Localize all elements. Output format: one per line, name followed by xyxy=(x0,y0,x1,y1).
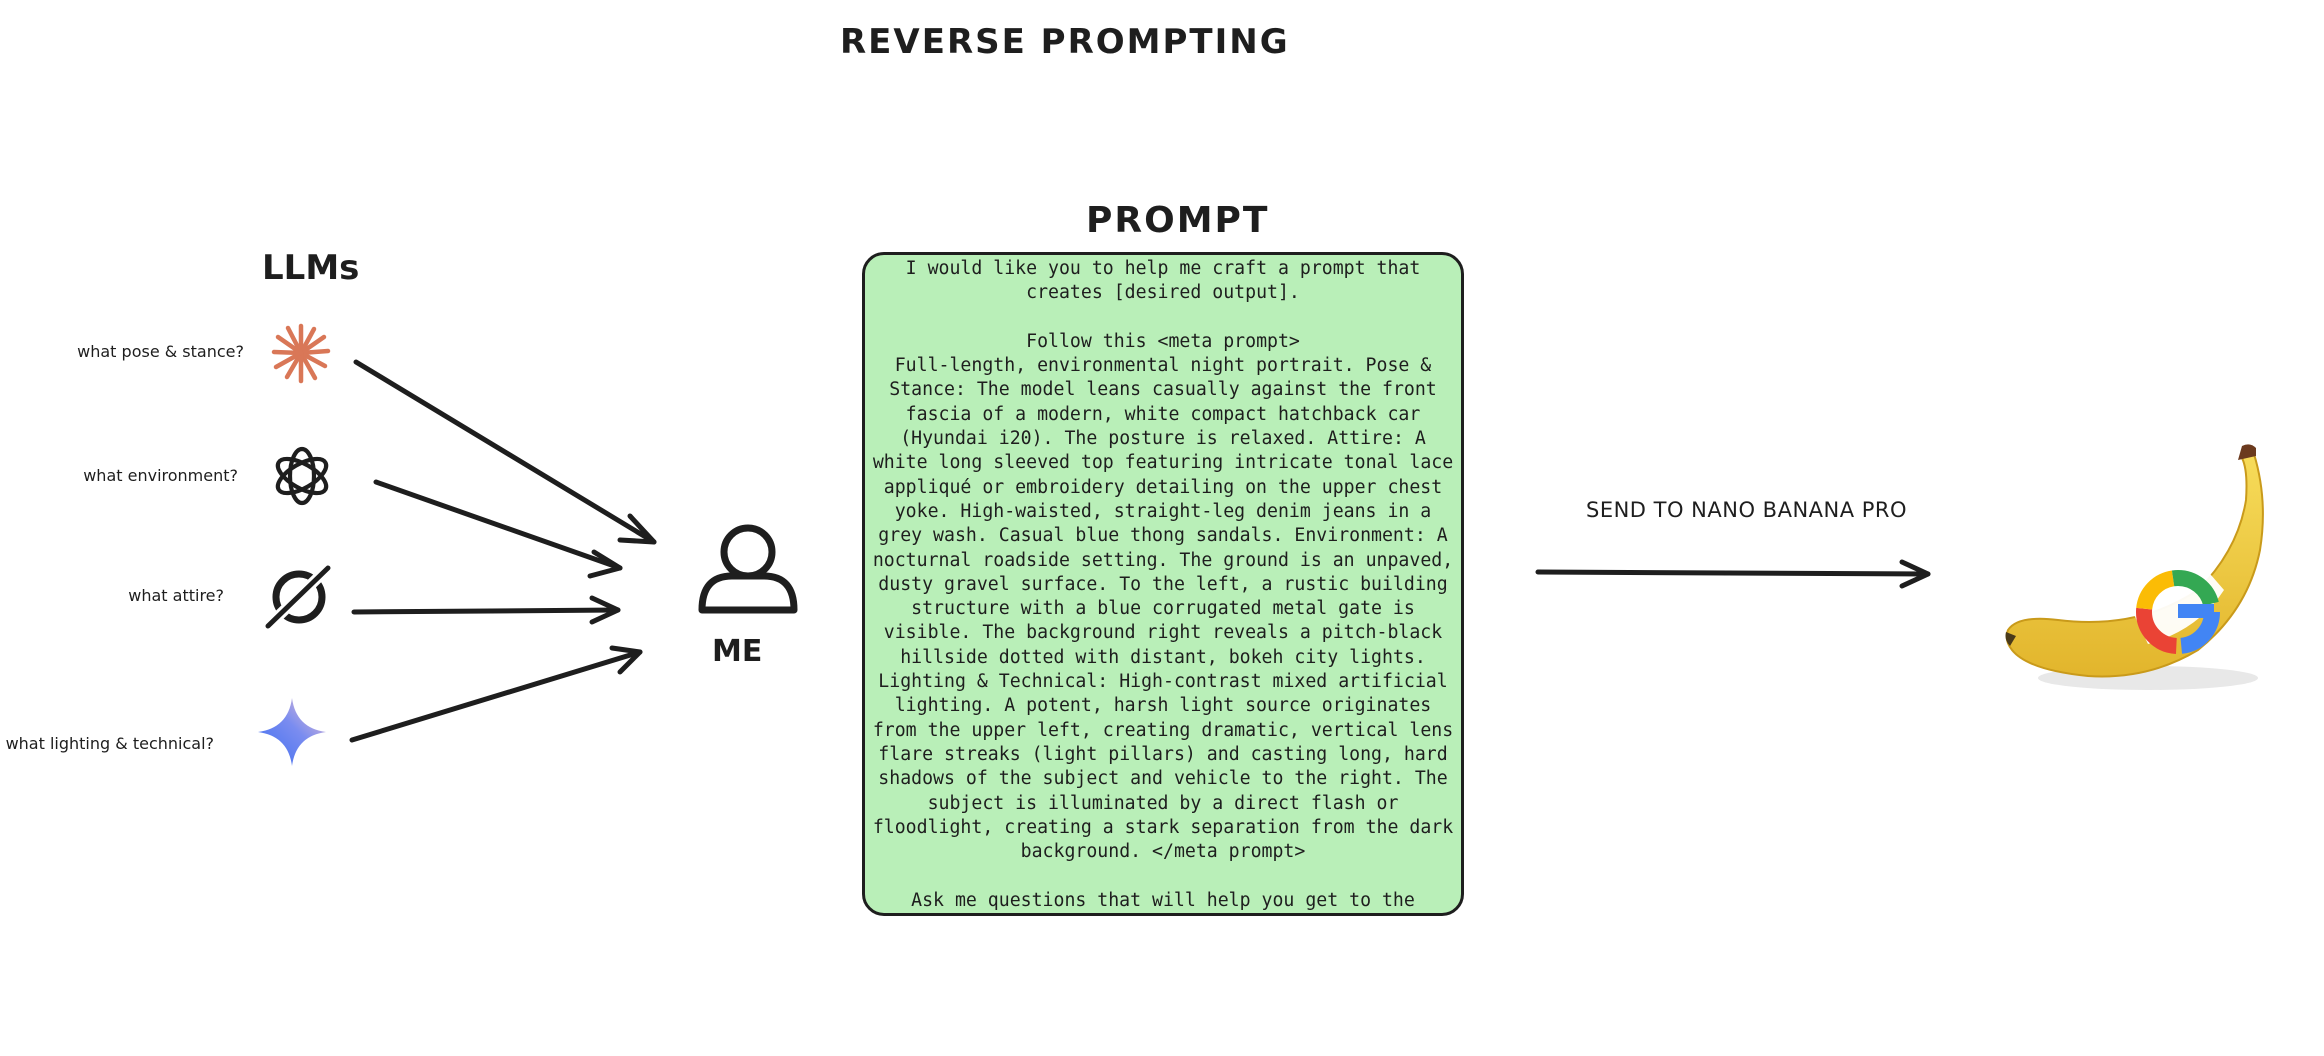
question-pose-stance: what pose & stance? xyxy=(77,342,244,361)
send-arrow xyxy=(1530,556,1940,592)
prompt-meta-body: Full-length, environmental night portrai… xyxy=(872,355,1454,863)
me-label: ME xyxy=(712,634,763,669)
diagram-title: REVERSE PROMPTING xyxy=(840,22,1290,62)
llm-to-me-arrows xyxy=(340,350,670,750)
claude-icon xyxy=(270,322,332,384)
prompt-intro: I would like you to help me craft a prom… xyxy=(905,258,1421,304)
send-label: SEND TO NANO BANANA PRO xyxy=(1586,498,1908,522)
openai-icon xyxy=(268,442,336,510)
gemini-icon xyxy=(256,696,328,768)
nano-banana-icon xyxy=(1998,440,2278,700)
question-attire: what attire? xyxy=(128,586,224,605)
prompt-meta-open: Follow this <meta prompt> xyxy=(1026,330,1300,352)
question-environment: what environment? xyxy=(83,466,238,485)
person-icon xyxy=(696,522,800,618)
llms-heading: LLMs xyxy=(262,248,360,288)
prompt-heading: PROMPT xyxy=(1086,200,1270,241)
prompt-closing: Ask me questions that will help you get … xyxy=(911,889,1415,911)
prompt-box: I would like you to help me craft a prom… xyxy=(862,252,1464,916)
grok-icon xyxy=(262,562,332,632)
question-lighting-technical: what lighting & technical? xyxy=(5,734,214,753)
